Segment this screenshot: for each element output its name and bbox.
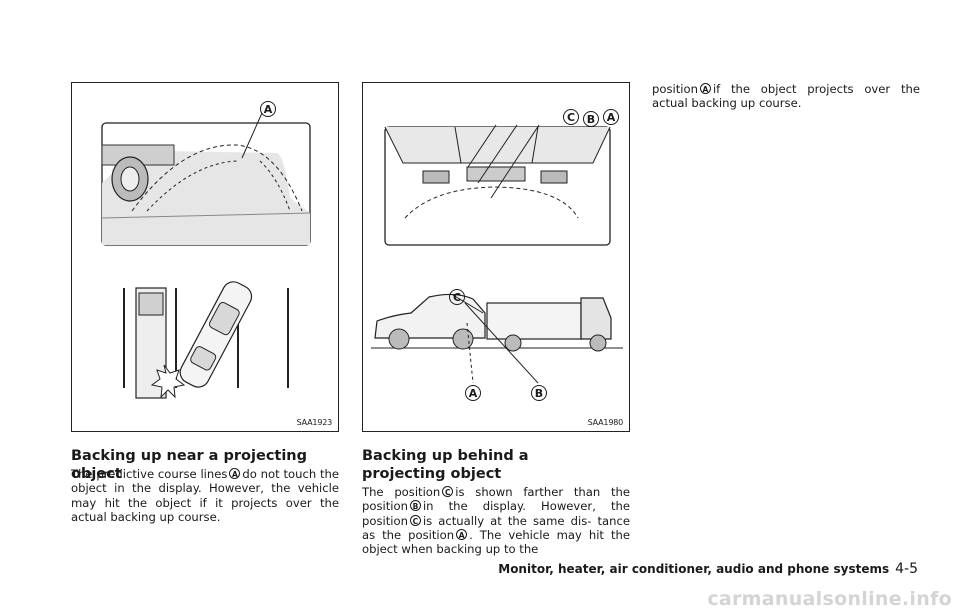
text-run: do not touch the object in the display. … [71,467,340,524]
text-run: . The vehicle may hit the object when ba… [362,527,631,557]
callout-a: A [260,101,276,117]
text-run: is shown farther than the position [362,485,630,514]
text-run: is actually at the same dis- tance as th… [362,513,630,542]
figure-projecting-behind: C B A C A B SAA1980 [362,82,630,432]
callout-a-inline: A [456,528,468,540]
text-run: if the object projects over the actual b… [652,82,920,111]
section-title: Backing up near a projecting object [71,448,308,482]
callout-c-screen: C [563,109,579,125]
figure-illustration [371,124,623,384]
page-footer: Monitor, heater, air conditioner, audio … [498,561,918,577]
callout-c-inline: C [409,514,421,526]
callout-b-side: B [531,385,547,401]
callout-b-screen: B [583,111,599,127]
callout-a-side: A [465,385,481,401]
figure-projecting-object: A SAA1923 [71,82,339,432]
figure-code: SAA1923 [296,418,333,427]
text-run: The predictive course lines [71,467,228,481]
callout-b-inline: B [409,500,421,512]
figure-illustration [101,112,311,399]
text-run: position [652,82,698,96]
callout-a-inline: A [229,468,241,479]
watermark: carmanualsonline.info [707,588,952,610]
callout-c-inline: C [442,486,454,497]
chapter-title: Monitor, heater, air conditioner, audio … [498,562,890,576]
section-title: Backing up behind a projecting object [362,448,529,482]
callout-a-screen: A [603,109,619,125]
callout-c-side: C [449,289,465,305]
callout-a-inline: A [699,83,711,94]
page-number: 4-5 [895,561,918,577]
text-run: in the display. However, the position [362,499,630,528]
text-run: The position [362,485,441,499]
figure-code: SAA1980 [587,418,624,427]
